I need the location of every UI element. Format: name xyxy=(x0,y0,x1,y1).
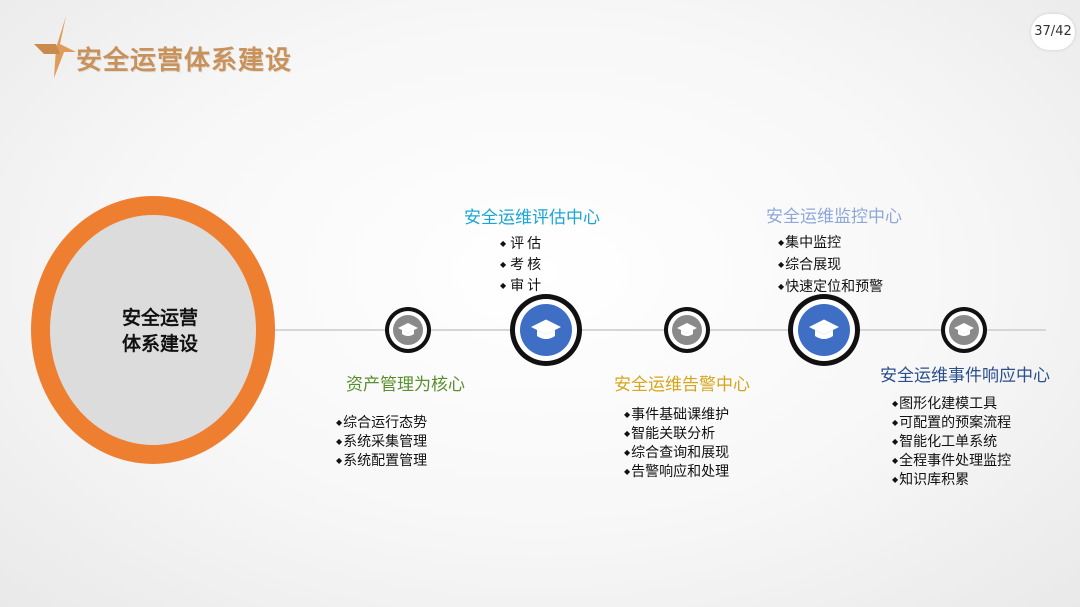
list-item: 告警响应和处理 xyxy=(624,462,729,481)
timeline-node-monitor xyxy=(788,294,860,366)
graduation-cap-icon xyxy=(398,323,418,336)
graduation-cap-icon xyxy=(809,319,839,339)
list-item: 集中监控 xyxy=(778,232,883,254)
graduation-cap-icon xyxy=(677,323,697,336)
list-item: 综合运行态势 xyxy=(336,413,427,432)
timeline-node-asset xyxy=(385,307,431,353)
list-item: 审计 xyxy=(500,275,544,296)
timeline-node-eval xyxy=(510,294,582,366)
core-circle xyxy=(50,215,256,445)
graduation-cap-icon xyxy=(531,319,561,339)
graduation-cap-icon xyxy=(954,323,974,336)
list-item: 事件基础课维护 xyxy=(624,405,729,424)
list-item: 可配置的预案流程 xyxy=(892,413,1011,432)
star-logo-icon xyxy=(34,16,76,78)
alarm-section-heading: 安全运维告警中心 xyxy=(614,375,750,395)
list-item: 知识库积累 xyxy=(892,470,1011,489)
page-title: 安全运营体系建设 xyxy=(76,46,293,76)
response-section-list: 图形化建模工具 可配置的预案流程 智能化工单系统 全程事件处理监控 知识库积累 xyxy=(892,394,1011,489)
core-label-line-1: 安全运营 xyxy=(121,307,198,329)
eval-section-list: 评估 考核 审计 xyxy=(500,233,544,296)
response-section-heading: 安全运维事件响应中心 xyxy=(880,366,1050,386)
list-item: 全程事件处理监控 xyxy=(892,451,1011,470)
list-item: 评估 xyxy=(500,233,544,254)
core-label-line-2: 体系建设 xyxy=(121,333,198,355)
timeline-node-response xyxy=(941,307,987,353)
asset-section-list: 综合运行态势 系统采集管理 系统配置管理 xyxy=(336,413,427,470)
monitor-section-heading: 安全运维监控中心 xyxy=(766,207,902,227)
asset-section-heading: 资产管理为核心 xyxy=(346,375,465,395)
list-item: 智能关联分析 xyxy=(624,424,729,443)
page-number-badge: 37/42 xyxy=(1031,14,1075,50)
list-item: 图形化建模工具 xyxy=(892,394,1011,413)
list-item: 考核 xyxy=(500,254,544,275)
timeline-node-alarm xyxy=(664,307,710,353)
list-item: 智能化工单系统 xyxy=(892,432,1011,451)
core-circle-label: 安全运营 体系建设 xyxy=(80,305,240,357)
list-item: 综合查询和展现 xyxy=(624,443,729,462)
list-item: 系统配置管理 xyxy=(336,451,427,470)
list-item: 快速定位和预警 xyxy=(778,276,883,298)
timeline-line xyxy=(150,329,1046,331)
list-item: 系统采集管理 xyxy=(336,432,427,451)
list-item: 综合展现 xyxy=(778,254,883,276)
monitor-section-list: 集中监控 综合展现 快速定位和预警 xyxy=(778,232,883,298)
alarm-section-list: 事件基础课维护 智能关联分析 综合查询和展现 告警响应和处理 xyxy=(624,405,729,481)
eval-section-heading: 安全运维评估中心 xyxy=(464,208,600,228)
